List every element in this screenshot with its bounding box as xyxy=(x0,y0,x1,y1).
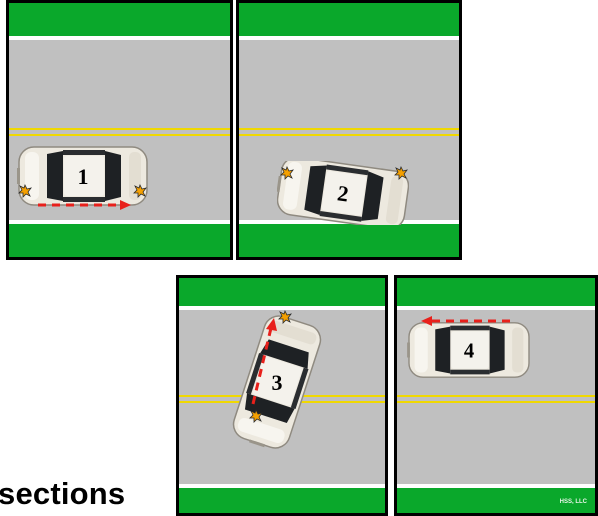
center-line-lower xyxy=(9,134,230,136)
car-2: 2 xyxy=(277,161,409,225)
car-4: 4 xyxy=(407,322,530,378)
arrow-up-icon xyxy=(251,318,277,405)
burst-icon xyxy=(394,166,408,180)
car-number-label: 1 xyxy=(78,164,89,189)
arrow-left-icon xyxy=(421,316,511,326)
grass-bottom xyxy=(179,488,385,513)
panel-step-3: 3 xyxy=(176,275,388,516)
panel-step-4: 4 HSS, LLC xyxy=(394,275,598,516)
center-line-upper xyxy=(239,128,459,130)
car-1: 1 xyxy=(17,146,148,206)
panel-step-2: 2 xyxy=(236,0,462,260)
grass-bottom xyxy=(239,224,459,257)
grass-top xyxy=(397,278,595,306)
grass-top xyxy=(9,3,230,36)
burst-icon xyxy=(280,166,294,180)
road-edge-line-bottom xyxy=(9,220,230,224)
arrow-right-icon xyxy=(38,200,131,210)
center-line-lower xyxy=(397,401,595,403)
road-edge-line-top xyxy=(239,36,459,40)
watermark: HSS, LLC xyxy=(559,499,587,505)
burst-icon xyxy=(249,409,263,423)
panel-step-1: 1 xyxy=(6,0,233,260)
center-line-upper xyxy=(9,128,230,130)
road-edge-line-bottom xyxy=(179,484,385,488)
grass-top xyxy=(239,3,459,36)
caption: sections xyxy=(0,476,126,511)
grass-top xyxy=(179,278,385,306)
center-line-upper xyxy=(397,395,595,397)
grass-bottom xyxy=(9,224,230,257)
road-edge-line-top xyxy=(179,306,385,310)
burst-icon xyxy=(133,184,147,198)
burst-icon xyxy=(278,310,292,324)
road-edge-line-top xyxy=(397,306,595,310)
grass-bottom xyxy=(397,488,595,513)
road-edge-line-bottom xyxy=(397,484,595,488)
car-number-label: 3 xyxy=(272,370,283,395)
road-edge-line-top xyxy=(9,36,230,40)
car-number-label: 4 xyxy=(464,341,474,363)
car-number-label: 2 xyxy=(336,180,350,206)
burst-icon xyxy=(18,184,32,198)
car-3: 3 xyxy=(228,312,326,452)
center-line-lower xyxy=(239,134,459,136)
